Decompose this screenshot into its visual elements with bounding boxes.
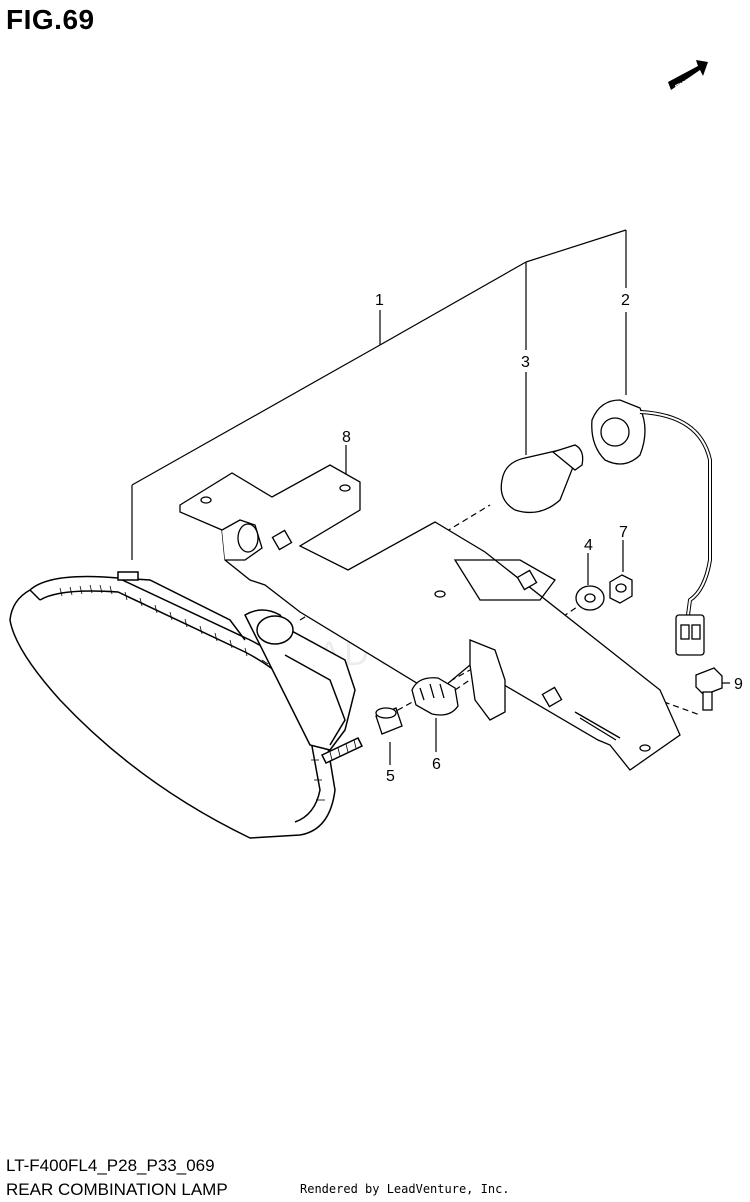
bulb bbox=[500, 444, 584, 514]
callout-3: 3 bbox=[521, 354, 530, 371]
spacer bbox=[375, 707, 403, 735]
socket-with-wire bbox=[591, 399, 712, 656]
figure-code: LT-F400FL4_P28_P33_069 bbox=[6, 1156, 215, 1175]
nut bbox=[609, 574, 633, 604]
callout-5: 5 bbox=[386, 768, 395, 785]
grommet bbox=[411, 677, 459, 716]
callout-4: 4 bbox=[584, 537, 593, 554]
mounting-bracket bbox=[179, 464, 681, 771]
bolt bbox=[695, 667, 723, 711]
fwd-arrow-icon: FWD bbox=[668, 60, 708, 93]
callout-2: 2 bbox=[621, 292, 630, 309]
callout-6: 6 bbox=[432, 756, 441, 773]
washer bbox=[575, 585, 605, 611]
callout-8: 8 bbox=[342, 429, 351, 446]
figure-title: FIG.69 bbox=[6, 4, 95, 35]
rear-lamp-assembly bbox=[9, 571, 364, 839]
render-credit: Rendered by LeadVenture, Inc. bbox=[300, 1182, 510, 1196]
callout-1: 1 bbox=[375, 292, 384, 309]
figure-name: REAR COMBINATION LAMP bbox=[6, 1180, 228, 1199]
fwd-label: FWD bbox=[674, 74, 697, 93]
callout-9: 9 bbox=[734, 676, 743, 693]
callout-7: 7 bbox=[619, 524, 628, 541]
